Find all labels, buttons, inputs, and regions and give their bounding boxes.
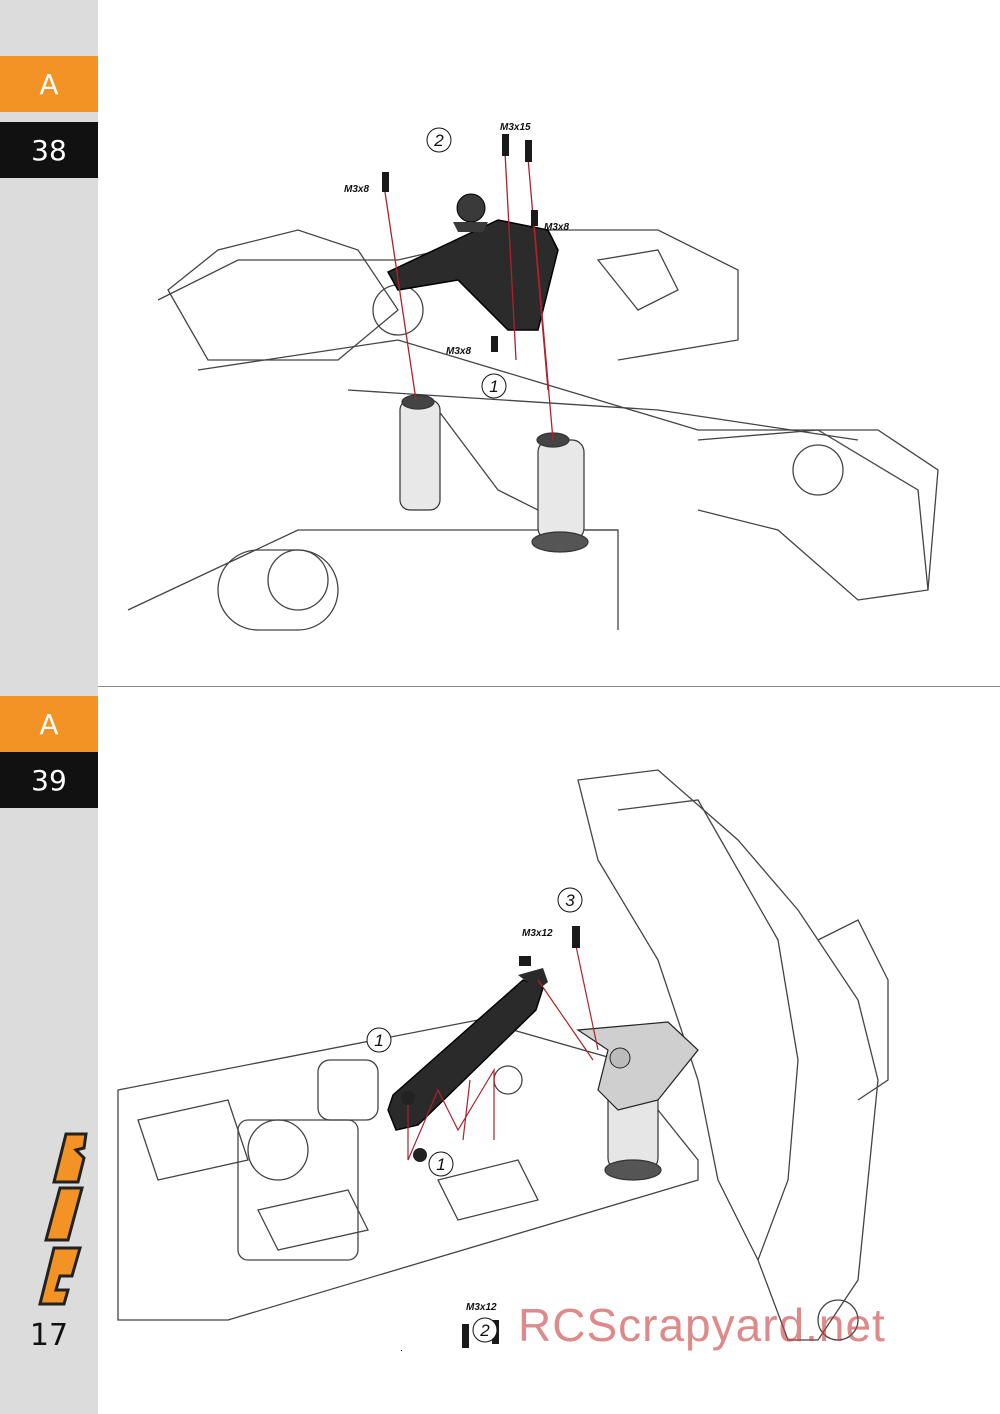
step-callout: 1 — [374, 1031, 383, 1050]
step-callout: 3 — [565, 891, 575, 910]
screw-label: M3x15 — [500, 122, 531, 133]
step-callout: 1 — [436, 1155, 445, 1174]
step-number: 39 — [0, 752, 98, 808]
page-number: 17 — [29, 1318, 69, 1353]
watermark-text: RCScrapyard.net — [518, 1299, 886, 1351]
step-39-illustration: 3 1 1 2 M3x12 M3x12 — [98, 760, 1000, 1360]
step-callout: 1 — [489, 377, 498, 396]
step-callout: 2 — [433, 131, 444, 150]
step-38-illustration: 2 1 M3x15 M3x8 M3x8 M3x8 — [98, 110, 1000, 650]
step-number: 38 — [0, 122, 98, 178]
screw-label: M3x8 — [544, 222, 569, 233]
screw-label: M3x8 — [344, 184, 369, 195]
screw-label: M3x12 — [522, 928, 553, 939]
step-callout: 2 — [479, 1321, 490, 1340]
screw-label: M3x12 — [466, 1302, 497, 1313]
brand-logo — [38, 1132, 88, 1306]
step-section-label: A — [0, 696, 98, 752]
screw-label: M3x8 — [446, 346, 471, 357]
step-section-label: A — [0, 56, 98, 112]
step-divider — [98, 686, 1000, 687]
